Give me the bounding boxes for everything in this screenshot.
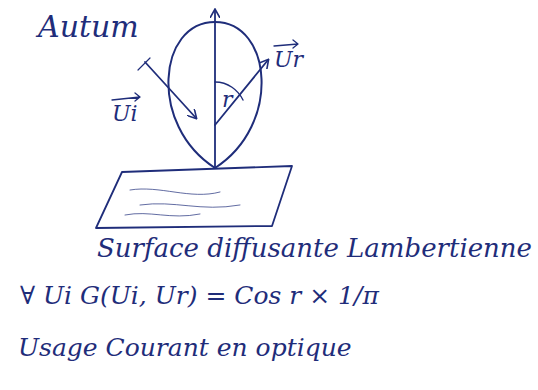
reflected-ray [215, 60, 268, 125]
incident-hatch [138, 58, 150, 70]
title-note: Autum [38, 10, 139, 43]
vector-label: Ui [112, 102, 138, 126]
surface-caption: Surface diffusante Lambertienne [97, 234, 532, 263]
surface-hatching [125, 189, 240, 216]
surface-plane [96, 166, 292, 228]
diffusion-lobe [168, 22, 261, 168]
incident-ray [145, 62, 196, 118]
vector-label: Ur [274, 48, 303, 72]
vector-arrow [274, 40, 298, 48]
normal-axis [214, 10, 216, 168]
note: Usage Courant en optique [18, 334, 352, 362]
vector-arrow [112, 93, 140, 101]
equation: ∀ Ui G(Ui, Ur) = Cos r × 1/π [20, 282, 379, 310]
angle-label: r [222, 88, 233, 112]
